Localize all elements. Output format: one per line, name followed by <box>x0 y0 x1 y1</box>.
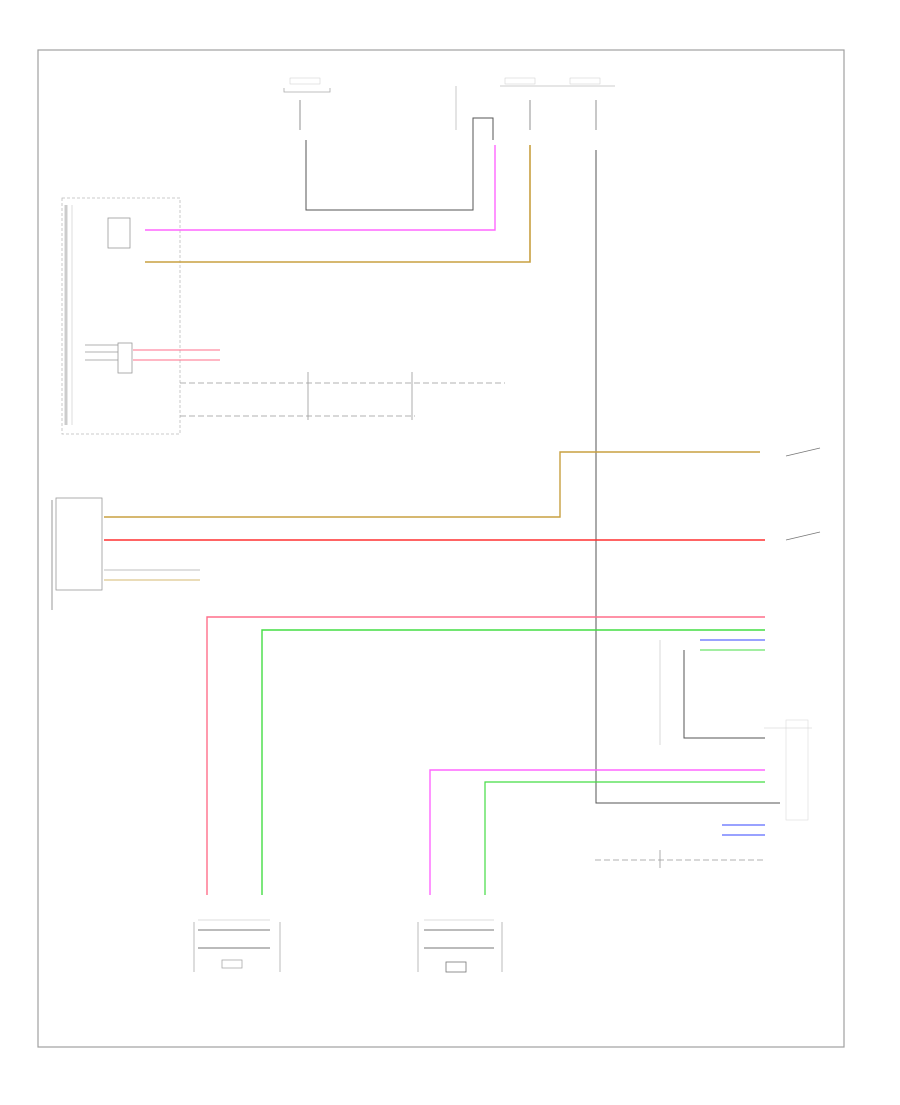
b-tan-top <box>145 145 531 263</box>
occupant-loop <box>683 650 765 739</box>
b-salmon-left <box>206 616 765 895</box>
combination-meter-block <box>61 197 181 435</box>
meter-switch-icon <box>117 342 133 374</box>
fuse-block-top <box>283 77 615 130</box>
diagram-frame <box>37 49 845 1048</box>
left-sensor-block <box>417 919 503 973</box>
b-pk-top <box>145 145 496 231</box>
seat-belt-switch-icon <box>785 447 821 457</box>
b-bk-right-vertical <box>595 150 780 804</box>
airbag-ecu-block <box>51 497 103 610</box>
b-tan-mid <box>104 451 760 518</box>
b-green-lower <box>484 781 765 895</box>
b-pink-lower <box>429 769 765 895</box>
sensor-right-icon <box>221 959 243 969</box>
b-bk-fuse-loop <box>305 117 494 211</box>
sensor-left-icon <box>445 961 467 973</box>
ecu-right-connector <box>785 719 809 821</box>
right-sensor-block <box>193 919 281 972</box>
b-green-left <box>261 629 765 895</box>
seat-belt-indicator-icon <box>107 217 131 249</box>
passenger-switch-icon <box>785 531 821 541</box>
